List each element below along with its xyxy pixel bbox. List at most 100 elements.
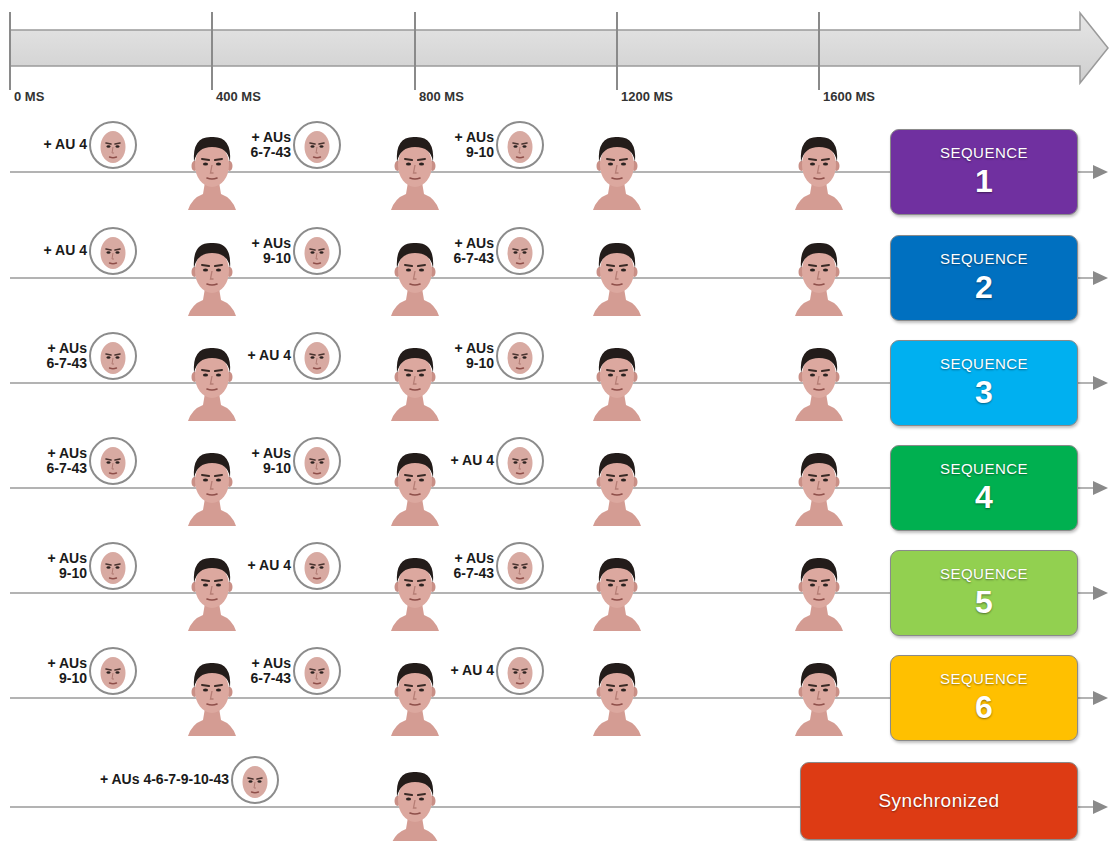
au-icon xyxy=(294,648,340,694)
face-frame xyxy=(593,558,641,631)
au-label: + AUs 6-7-43 xyxy=(35,341,87,372)
time-label: 800 MS xyxy=(419,90,464,104)
sequence-number: 1 xyxy=(975,164,993,199)
face-frame xyxy=(391,558,439,631)
au-label: + AUs 6-7-43 xyxy=(35,446,87,477)
arrowhead xyxy=(1093,376,1108,390)
sequence-box: SEQUENCE 1 xyxy=(890,129,1078,215)
tick-line xyxy=(616,12,618,90)
au-label: + AUs 9-10 xyxy=(239,446,291,477)
au-icon xyxy=(232,757,278,803)
face-frame xyxy=(188,663,236,736)
au-label: + AUs 9-10 xyxy=(442,130,494,161)
arrowhead xyxy=(1093,271,1108,285)
au-icon xyxy=(294,228,340,274)
box-heading: SEQUENCE xyxy=(940,461,1028,478)
face-frame xyxy=(188,243,236,316)
sequence-box: SEQUENCE 5 xyxy=(890,550,1078,636)
arrowhead xyxy=(1093,165,1108,179)
box-heading: SEQUENCE xyxy=(940,671,1028,688)
au-label: + AU 4 xyxy=(451,663,494,678)
au-icon xyxy=(497,543,543,589)
au-icon xyxy=(497,122,543,168)
face-frame xyxy=(795,137,843,210)
sequence-number: 3 xyxy=(975,375,993,410)
au-icon xyxy=(90,438,136,484)
au-icon xyxy=(294,438,340,484)
box-heading: SEQUENCE xyxy=(940,566,1028,583)
au-label: + AU 4 xyxy=(248,348,291,363)
arrowhead xyxy=(1093,800,1108,814)
sequence-box: SEQUENCE 4 xyxy=(890,445,1078,531)
face-frame xyxy=(795,348,843,421)
au-icon xyxy=(90,648,136,694)
box-heading: SEQUENCE xyxy=(940,356,1028,373)
time-label: 400 MS xyxy=(216,90,261,104)
face-frame xyxy=(593,137,641,210)
face-frames xyxy=(188,137,843,841)
au-icon xyxy=(90,543,136,589)
au-label: + AUs 6-7-43 xyxy=(239,130,291,161)
au-icon xyxy=(90,333,136,379)
au-label: + AUs 4-6-7-9-10-43 xyxy=(100,772,229,787)
au-label: + AU 4 xyxy=(248,558,291,573)
face-frame xyxy=(391,663,439,736)
sequence-number: 5 xyxy=(975,585,993,620)
au-label: + AU 4 xyxy=(44,243,87,258)
face-frame xyxy=(593,348,641,421)
face-frame xyxy=(593,243,641,316)
tick-line xyxy=(414,12,416,90)
sequence-number: 4 xyxy=(975,480,993,515)
time-label: 1200 MS xyxy=(621,90,673,104)
face-frame xyxy=(391,772,439,841)
au-icon xyxy=(90,122,136,168)
au-icon xyxy=(497,438,543,484)
au-label: + AU 4 xyxy=(451,453,494,468)
au-icon xyxy=(497,333,543,379)
box-heading: SEQUENCE xyxy=(940,251,1028,268)
au-icon xyxy=(497,228,543,274)
au-label: + AUs 6-7-43 xyxy=(442,551,494,582)
arrowhead xyxy=(1093,481,1108,495)
time-label: 0 MS xyxy=(14,90,44,104)
row-arrowheads xyxy=(1093,165,1108,814)
au-icon xyxy=(294,333,340,379)
face-frame xyxy=(795,663,843,736)
face-frame xyxy=(391,453,439,526)
tick-line xyxy=(9,12,11,90)
face-frame xyxy=(593,663,641,736)
au-icons xyxy=(90,122,543,803)
au-icon xyxy=(497,648,543,694)
au-icon xyxy=(90,228,136,274)
au-label: + AUs 9-10 xyxy=(239,236,291,267)
face-frame xyxy=(391,137,439,210)
time-label: 1600 MS xyxy=(823,90,875,104)
au-label: + AUs 9-10 xyxy=(35,656,87,687)
au-label: + AUs 6-7-43 xyxy=(442,236,494,267)
sequence-box: SEQUENCE 3 xyxy=(890,340,1078,426)
tick-line xyxy=(211,12,213,90)
face-frame xyxy=(188,558,236,631)
face-frame xyxy=(188,348,236,421)
face-frame xyxy=(795,453,843,526)
au-icon xyxy=(294,543,340,589)
au-label: + AU 4 xyxy=(44,137,87,152)
tick-line xyxy=(818,12,820,90)
face-frame xyxy=(391,348,439,421)
sequence-number: 2 xyxy=(975,270,993,305)
face-frame xyxy=(795,558,843,631)
face-frame xyxy=(391,243,439,316)
au-icon xyxy=(294,122,340,168)
synchronized-box: Synchronized xyxy=(800,762,1078,840)
au-label: + AUs 9-10 xyxy=(442,341,494,372)
timeline-ticks xyxy=(10,12,819,90)
face-frame xyxy=(188,137,236,210)
face-frame xyxy=(795,243,843,316)
arrowhead xyxy=(1093,691,1108,705)
box-heading: SEQUENCE xyxy=(940,145,1028,162)
face-frame xyxy=(593,453,641,526)
sequence-number: 6 xyxy=(975,690,993,725)
face-frame xyxy=(188,453,236,526)
arrowhead xyxy=(1093,586,1108,600)
sequence-box: SEQUENCE 6 xyxy=(890,655,1078,741)
